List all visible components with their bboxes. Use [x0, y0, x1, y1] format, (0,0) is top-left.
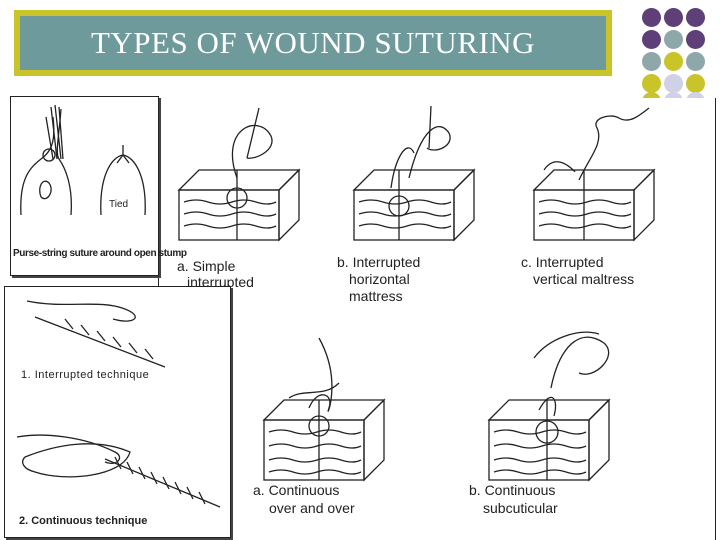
label-continuous-subcuticular-1: b. Continuous [469, 482, 556, 498]
main-suture-figure: a. Simple interrupted b. Interrupted hor… [158, 98, 716, 540]
dot-purple [664, 8, 683, 27]
label-vertical-mattress-1: c. Interrupted [521, 254, 604, 270]
tied-label: Tied [109, 199, 129, 210]
tissue-block-b [352, 105, 476, 242]
dot-teal [664, 30, 683, 49]
tissue-block-c [532, 107, 656, 242]
continuous-technique-label: 2. Continuous technique [19, 515, 148, 527]
label-continuous-subcuticular-2: subcuticular [483, 500, 558, 516]
slide-title: TYPES OF WOUND SUTURING [90, 25, 536, 60]
label-simple-interrupted-1: a. Simple [177, 258, 236, 274]
suture-illustrations [177, 105, 656, 482]
label-continuous-over-2: over and over [269, 500, 355, 516]
title-frame: TYPES OF WOUND SUTURING [14, 10, 612, 76]
decorative-dot-grid [628, 6, 720, 106]
purse-string-illustration [20, 104, 146, 216]
technique-figure: 1. Interrupted technique 2. Continuous t… [4, 286, 231, 538]
label-continuous-over-1: a. Continuous [253, 482, 340, 498]
dot-purple [642, 8, 661, 27]
tissue-block-d [262, 337, 386, 482]
dot-purple [686, 8, 705, 27]
label-vertical-mattress-2: vertical maltress [533, 271, 635, 287]
dot-teal [642, 52, 661, 71]
dot-olive [664, 52, 683, 71]
label-horizontal-mattress-3: mattress [349, 288, 403, 304]
dot-olive [642, 74, 661, 93]
label-horizontal-mattress-1: b. Interrupted [337, 254, 421, 270]
dot-purple [642, 30, 661, 49]
tissue-block-a [177, 107, 301, 242]
dot-olive [686, 74, 705, 93]
technique-illustration [16, 300, 221, 508]
tissue-block-e [487, 331, 611, 482]
dot-lavender [664, 74, 683, 93]
interrupted-technique-label: 1. Interrupted technique [21, 369, 150, 381]
purse-string-figure: Tied Purse-string suture around open stu… [10, 96, 187, 276]
label-horizontal-mattress-2: horizontal [349, 271, 410, 287]
title-banner: TYPES OF WOUND SUTURING [20, 16, 606, 70]
purse-string-caption: Purse-string suture around open stump [13, 248, 187, 259]
dot-teal [686, 52, 705, 71]
dot-purple [686, 30, 705, 49]
